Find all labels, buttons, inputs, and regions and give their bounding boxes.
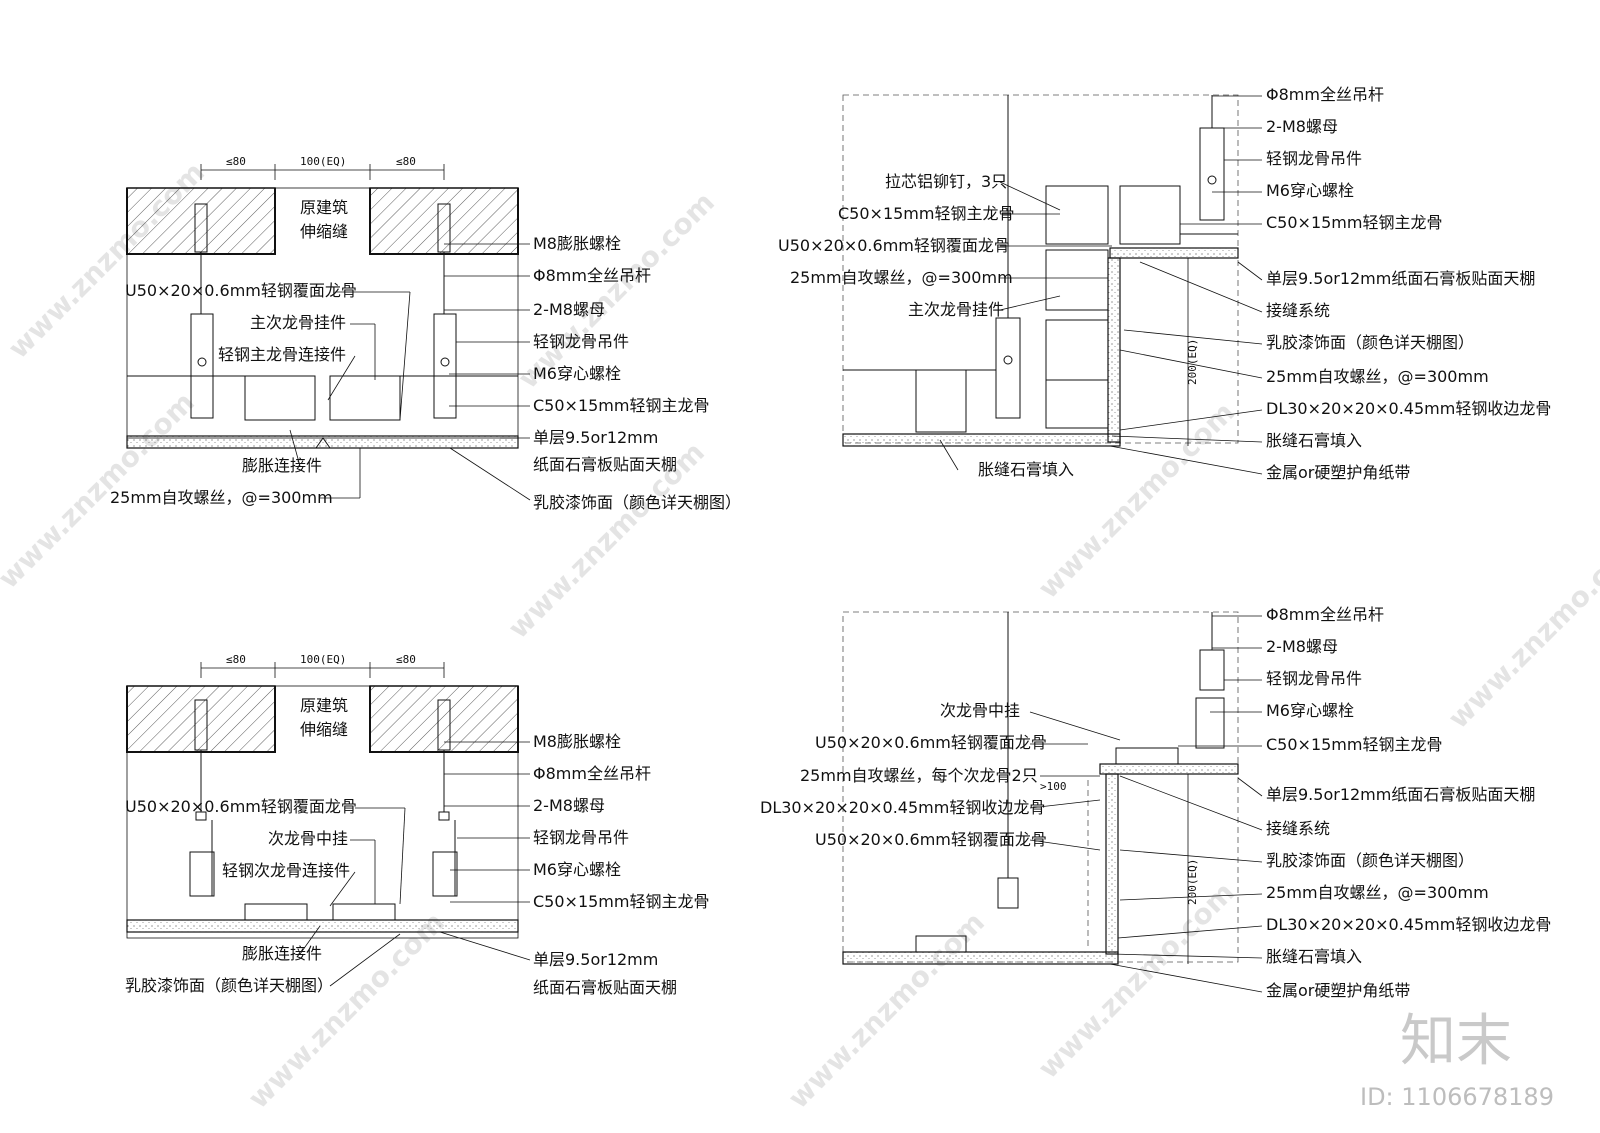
expansion-joint-label: 伸缩缝 xyxy=(300,222,348,241)
detail-1: ≤80 100(EQ) ≤80 原建筑 伸缩缝 xyxy=(110,155,741,512)
label-dl30: DL30×20×20×0.45mm轻钢收边龙骨 xyxy=(1266,399,1551,418)
label-connector: 轻钢主龙骨连接件 xyxy=(218,345,346,364)
label-board-1: 单层9.5or12mm xyxy=(533,950,658,969)
label-u50: U50×20×0.6mm轻钢覆面龙骨 xyxy=(125,281,357,300)
label-board-2: 纸面石膏板贴面天棚 xyxy=(533,978,677,997)
label-c50: C50×15mm轻钢主龙骨 xyxy=(1266,735,1442,754)
orig-building-label: 原建筑 xyxy=(300,198,348,217)
label-m6-bolt: M6穿心螺栓 xyxy=(1266,701,1354,720)
label-screw: 25mm自攻螺丝，@=300mm xyxy=(790,268,1013,287)
label-joint: 接缝系统 xyxy=(1266,301,1330,320)
label-nut: 2-M8螺母 xyxy=(1266,637,1338,656)
dim-100eq: 100(EQ) xyxy=(300,155,346,168)
label-paint: 乳胶漆饰面（颜色详天棚图） xyxy=(125,976,333,995)
label-screw: 25mm自攻螺丝，每个次龙骨2只 xyxy=(800,766,1038,785)
label-m8-bolt: M8膨胀螺栓 xyxy=(533,234,621,253)
label-paint: 乳胶漆饰面（颜色详天棚图） xyxy=(533,493,741,512)
watermark-text: www.znzmo.com xyxy=(2,156,211,365)
watermark-text: www.znzmo.com xyxy=(242,906,451,1115)
label-u50: U50×20×0.6mm轻钢覆面龙骨 xyxy=(125,797,357,816)
detail-4: 200(EQ) >100 次龙骨中挂 U50×20×0.6mm轻钢覆面龙骨 25… xyxy=(760,605,1551,1000)
label-gyp-fill-2: 胀缝石膏填入 xyxy=(1266,431,1362,450)
label-hanger-piece: 轻钢龙骨吊件 xyxy=(1266,149,1362,168)
label-dl30: DL30×20×20×0.45mm轻钢收边龙骨 xyxy=(760,798,1045,817)
label-hanger: 主次龙骨挂件 xyxy=(908,300,1004,319)
label-nut: 2-M8螺母 xyxy=(1266,117,1338,136)
label-board: 单层9.5or12mm纸面石膏板贴面天棚 xyxy=(1266,269,1535,288)
label-c50-right: C50×15mm轻钢主龙骨 xyxy=(1266,213,1442,232)
dim-le80: ≤80 xyxy=(226,155,246,168)
label-hanger-piece: 轻钢龙骨吊件 xyxy=(1266,669,1362,688)
label-rod: Φ8mm全丝吊杆 xyxy=(533,764,651,783)
label-rod: Φ8mm全丝吊杆 xyxy=(1266,605,1384,624)
dim-le80: ≤80 xyxy=(396,653,416,666)
label-exp-connector: 膨胀连接件 xyxy=(242,456,322,475)
label-connector: 轻钢次龙骨连接件 xyxy=(222,861,350,880)
label-c50: C50×15mm轻钢主龙骨 xyxy=(838,204,1014,223)
label-m6-bolt: M6穿心螺栓 xyxy=(1266,181,1354,200)
label-m8-bolt: M8膨胀螺栓 xyxy=(533,732,621,751)
brand-logo-text: 知末 xyxy=(1400,1009,1512,1074)
dim-200eq: 200(EQ) xyxy=(1186,339,1199,385)
label-hanger: 主次龙骨挂件 xyxy=(250,313,346,332)
detail-3: ≤80 100(EQ) ≤80 原建筑 伸缩缝 M8膨胀螺栓 Φ8mm全丝吊杆 xyxy=(125,653,709,997)
dim-gt100: >100 xyxy=(1040,780,1067,793)
label-corner: 金属or硬塑护角纸带 xyxy=(1266,463,1410,482)
label-rivet: 拉芯铝铆钉，3只 xyxy=(885,172,1007,191)
label-u50-a: U50×20×0.6mm轻钢覆面龙骨 xyxy=(815,733,1047,752)
watermark-text: www.znzmo.com xyxy=(1032,396,1241,605)
dim-200eq: 200(EQ) xyxy=(1186,859,1199,905)
label-u50: U50×20×0.6mm轻钢覆面龙骨 xyxy=(778,236,1010,255)
watermark-text: www.znzmo.com xyxy=(1442,526,1600,735)
dim-le80: ≤80 xyxy=(396,155,416,168)
label-nut: 2-M8螺母 xyxy=(533,300,605,319)
label-hanger-piece: 轻钢龙骨吊件 xyxy=(533,332,629,351)
label-c50: C50×15mm轻钢主龙骨 xyxy=(533,892,709,911)
dim-100eq: 100(EQ) xyxy=(300,653,346,666)
label-corner: 金属or硬塑护角纸带 xyxy=(1266,981,1410,1000)
detail-2: 200(EQ) 拉芯铝铆钉，3只 C50×15mm轻钢主龙骨 U50×20×0.… xyxy=(778,85,1551,482)
label-c50: C50×15mm轻钢主龙骨 xyxy=(533,396,709,415)
label-board-2: 纸面石膏板贴面天棚 xyxy=(533,455,677,474)
label-screw-2: 25mm自攻螺丝，@=300mm xyxy=(1266,883,1489,902)
label-m6-bolt: M6穿心螺栓 xyxy=(533,860,621,879)
orig-building-label: 原建筑 xyxy=(300,696,348,715)
label-paint: 乳胶漆饰面（颜色详天棚图） xyxy=(1266,851,1474,870)
image-id: ID: 1106678189 xyxy=(1360,1083,1554,1111)
expansion-joint-label: 伸缩缝 xyxy=(300,720,348,739)
label-exp-connector: 膨胀连接件 xyxy=(242,944,322,963)
watermark-text: www.znzmo.com xyxy=(782,906,991,1115)
label-m6-bolt: M6穿心螺栓 xyxy=(533,364,621,383)
label-rod: Φ8mm全丝吊杆 xyxy=(1266,85,1384,104)
label-screw-2: 25mm自攻螺丝，@=300mm xyxy=(1266,367,1489,386)
label-nut: 2-M8螺母 xyxy=(533,796,605,815)
label-screw: 25mm自攻螺丝，@=300mm xyxy=(110,488,333,507)
label-dl30-b: DL30×20×20×0.45mm轻钢收边龙骨 xyxy=(1266,915,1551,934)
watermark-text: www.znzmo.com xyxy=(1032,876,1241,1085)
label-gyp-fill: 胀缝石膏填入 xyxy=(978,460,1074,479)
label-joint: 接缝系统 xyxy=(1266,819,1330,838)
label-paint: 乳胶漆饰面（颜色详天棚图） xyxy=(1266,333,1474,352)
label-hanger-piece: 轻钢龙骨吊件 xyxy=(533,828,629,847)
dim-le80: ≤80 xyxy=(226,653,246,666)
label-board-1: 单层9.5or12mm xyxy=(533,428,658,447)
label-mid-hanger: 次龙骨中挂 xyxy=(268,829,348,848)
label-rod: Φ8mm全丝吊杆 xyxy=(533,266,651,285)
label-u50-b: U50×20×0.6mm轻钢覆面龙骨 xyxy=(815,830,1047,849)
label-gyp-fill: 胀缝石膏填入 xyxy=(1266,947,1362,966)
label-mid-hanger: 次龙骨中挂 xyxy=(940,701,1020,720)
label-board: 单层9.5or12mm纸面石膏板贴面天棚 xyxy=(1266,785,1535,804)
